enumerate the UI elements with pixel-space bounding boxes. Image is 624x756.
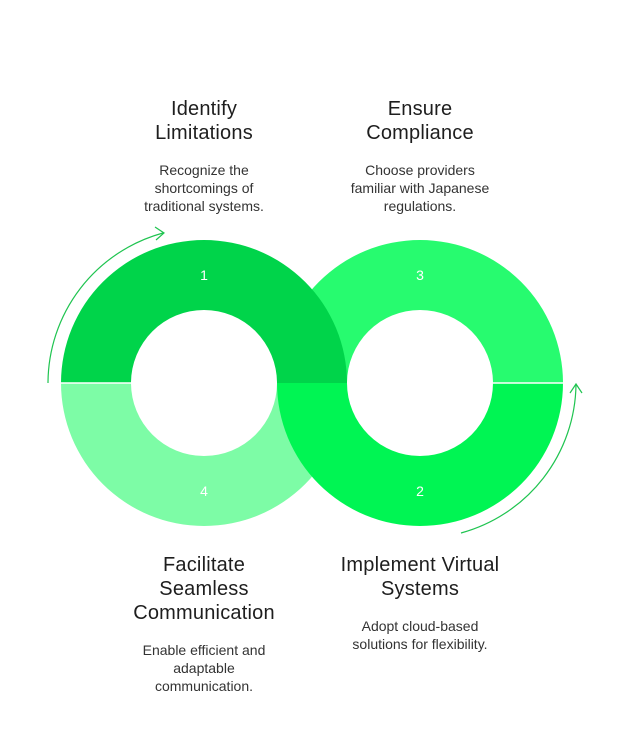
step-2-description: Adopt cloud-based solutions for flexibil… <box>352 618 488 652</box>
ring-segment-4 <box>61 383 347 526</box>
cycle-arrow-right <box>460 382 583 534</box>
step-2-text: Implement Virtual Systems Adopt cloud-ba… <box>300 553 540 653</box>
step-4-title: Facilitate Seamless Communication <box>133 554 275 624</box>
step-1-description: Recognize the shortcomings of traditiona… <box>144 162 264 214</box>
step-number-4: 4 <box>200 483 208 499</box>
step-3-title: Ensure Compliance <box>366 98 474 144</box>
arrow-head-icon <box>569 382 583 394</box>
cycle-arrow-left <box>47 226 165 384</box>
step-4-text: Facilitate Seamless Communication Enable… <box>94 553 314 695</box>
ring-segment-3 <box>277 240 563 383</box>
step-1-title: Identify Limitations <box>155 98 253 144</box>
step-4-description: Enable efficient and adaptable communica… <box>142 642 266 694</box>
step-3-description: Choose providers familiar with Japanese … <box>350 162 490 214</box>
step-number-1: 1 <box>200 267 208 283</box>
step-number-2: 2 <box>416 483 424 499</box>
ring-segment-2 <box>277 383 563 526</box>
step-3-text: Ensure Compliance Choose providers famil… <box>300 97 540 215</box>
step-number-3: 3 <box>416 267 424 283</box>
ring-segment-1 <box>61 240 347 383</box>
step-1-text: Identify Limitations Recognize the short… <box>104 97 304 215</box>
step-2-title: Implement Virtual Systems <box>340 554 500 600</box>
arrow-head-icon <box>154 226 165 241</box>
